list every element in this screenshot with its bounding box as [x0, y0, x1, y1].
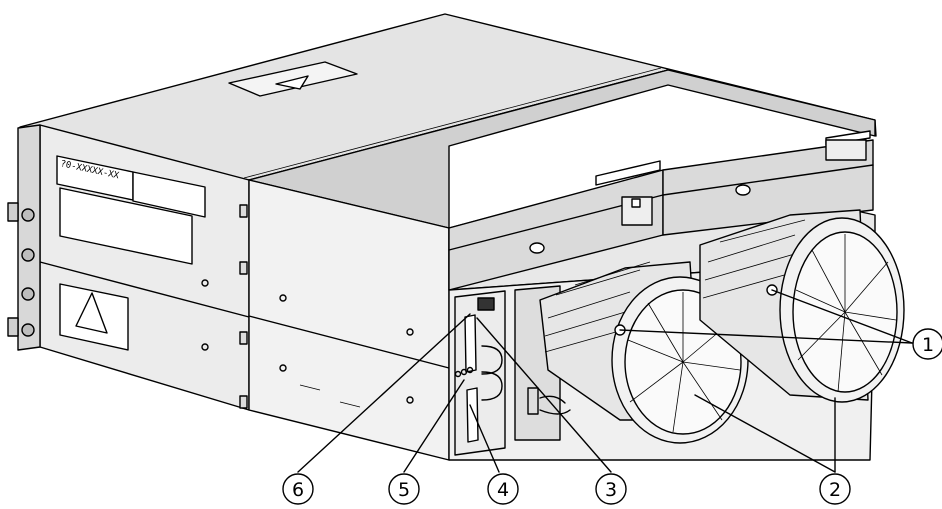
callout-leaders — [297, 289, 913, 473]
callout-6: 6 — [282, 473, 314, 505]
oa-usb-port — [477, 297, 495, 311]
screw-icon — [201, 343, 209, 351]
rack-ear-screw-icon — [21, 287, 35, 301]
led-icon — [466, 366, 474, 374]
thumbscrew-icon — [7, 317, 19, 337]
screw-icon — [279, 294, 287, 302]
oa-serial-port — [464, 314, 477, 373]
power-connector-icon — [527, 387, 539, 415]
callout-1-text: 1 — [922, 334, 934, 356]
fan-2 — [699, 209, 905, 403]
side-label-box-a — [132, 171, 206, 218]
callout-6-text: 6 — [292, 479, 304, 501]
callout-4: 4 — [487, 473, 519, 505]
top-latch — [228, 61, 358, 97]
warning-triangle-icon — [75, 292, 108, 334]
thumbscrew-icon — [7, 202, 19, 222]
screw-icon — [406, 396, 414, 404]
callout-3-text: 3 — [605, 479, 617, 501]
rack-ear-screw-icon — [21, 248, 35, 262]
callout-2-text: 2 — [829, 479, 841, 501]
led-icon — [460, 368, 468, 376]
middle-side-panel — [248, 179, 450, 461]
interconnect-bay-2 — [662, 139, 874, 236]
power-cord — [539, 395, 566, 404]
callout-2: 2 — [819, 473, 851, 505]
screw-icon — [406, 328, 414, 336]
rack-ear-screw-icon — [21, 323, 35, 337]
rack-ear-screw-icon — [21, 208, 35, 222]
side-label-box-b — [59, 187, 193, 265]
callout-5: 5 — [388, 473, 420, 505]
fan-2-blades — [795, 234, 897, 393]
rack-ear — [17, 124, 41, 351]
top-latch-arrow-icon — [275, 75, 309, 90]
oa-network-port — [466, 387, 479, 443]
callout-4-text: 4 — [497, 479, 509, 501]
bay-latch-icon — [529, 242, 545, 254]
screw-icon — [279, 364, 287, 372]
led-icon — [454, 370, 462, 378]
callout-3: 3 — [595, 473, 627, 505]
screw-icon — [201, 279, 209, 287]
bay-latch-icon — [735, 184, 751, 196]
callout-1: 1 — [912, 328, 942, 360]
callout-5-text: 5 — [398, 479, 410, 501]
